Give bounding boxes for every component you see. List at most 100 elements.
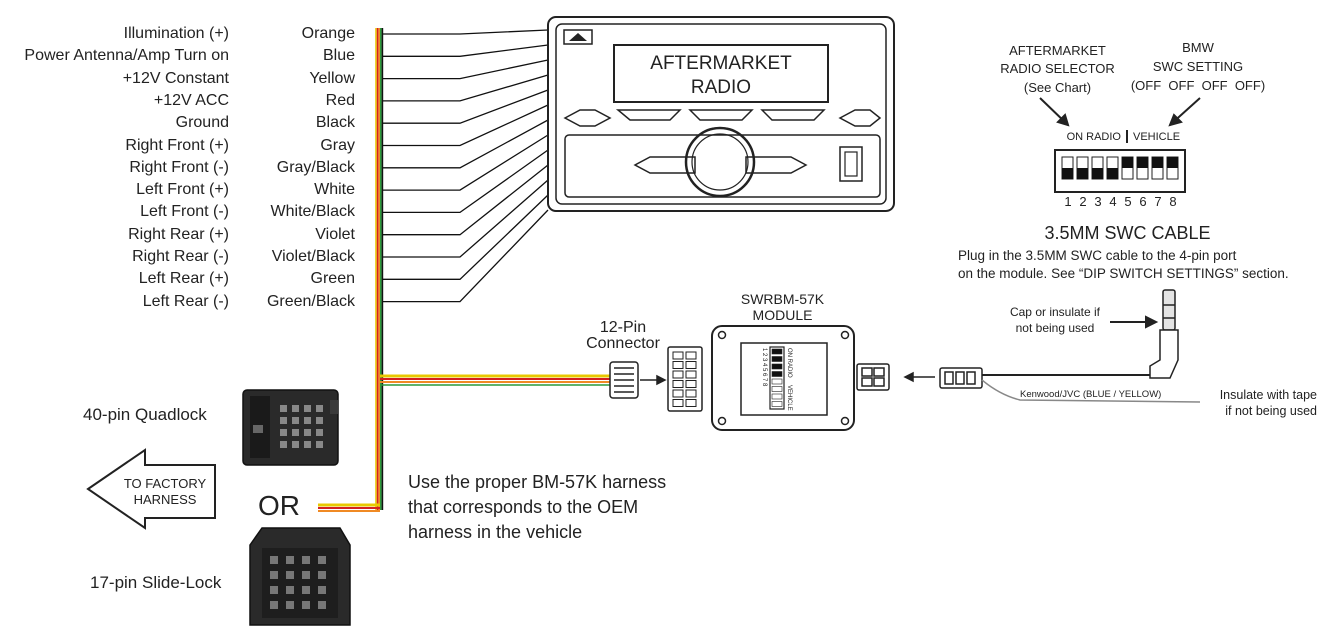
wire-color-label: White/Black	[270, 203, 355, 221]
dip-switch-knob	[1167, 157, 1178, 168]
dip-number: 5	[1124, 194, 1132, 209]
factory-arrow-line1: TO FACTORY	[123, 476, 207, 491]
wire-line	[382, 119, 549, 169]
wire-line	[382, 59, 549, 80]
arrow-to-4pin	[903, 371, 935, 383]
wire-line	[382, 89, 549, 124]
slidelock-pin	[302, 571, 310, 579]
quadlock-pin	[280, 429, 287, 436]
slidelock-pin	[286, 571, 294, 579]
slidelock-pin	[270, 571, 278, 579]
slidelock-pin	[302, 586, 310, 594]
slidelock-pin	[302, 601, 310, 609]
connector-pin	[685, 389, 697, 398]
connector-pin	[685, 361, 697, 369]
quadlock-pin	[316, 441, 323, 448]
wire-color-label: White	[314, 181, 355, 199]
quadlock-pin	[304, 441, 311, 448]
dip-switch-knob	[1137, 157, 1148, 168]
harness-note-line1: Use the proper BM-57K harness	[408, 472, 667, 492]
module-dip-vehicle: VEHICLE	[786, 385, 792, 411]
connector12-line2: Connector	[586, 335, 660, 352]
quadlock-pin	[292, 441, 299, 448]
quadlock-pin	[292, 429, 299, 436]
slidelock-pin	[286, 586, 294, 594]
main-harness-to-connector	[380, 374, 610, 386]
dip-switch-knob	[1152, 157, 1163, 168]
module-dip-switch	[771, 401, 783, 407]
bmw-line3: (OFF OFF OFF OFF)	[1130, 78, 1266, 93]
connector-pin	[672, 351, 684, 360]
insulate-note-line2: if not being used	[1225, 404, 1317, 418]
connector-pin	[685, 351, 697, 360]
dip-number: 6	[1139, 194, 1147, 209]
quadlock-pin	[304, 429, 311, 436]
module-dip-switch	[771, 371, 783, 377]
quadlock-connector	[242, 389, 339, 466]
wire-line	[382, 44, 549, 57]
kenwood-label: Kenwood/JVC (BLUE / YELLOW)	[1020, 389, 1162, 400]
dip-on-radio-label: ON RADIO	[1066, 131, 1121, 143]
module-dip-switch	[771, 386, 783, 392]
wire-function-label: Left Rear (-)	[142, 292, 229, 310]
connector-pin	[672, 370, 684, 379]
wire-function-label: Left Front (-)	[140, 203, 229, 221]
swc-cable-desc1: Plug in the 3.5MM SWC cable to the 4-pin…	[958, 248, 1237, 263]
connector-pin	[685, 380, 697, 388]
slidelock-pin	[318, 586, 326, 594]
wire-function-label: Ground	[175, 114, 229, 132]
dip-switch-knob	[1062, 168, 1073, 179]
slidelock-pin	[302, 556, 310, 564]
wire-function-label: Right Rear (-)	[132, 248, 229, 265]
quadlock-pin	[304, 405, 311, 412]
slidelock-pin	[270, 586, 278, 594]
harness-to-factory	[318, 503, 380, 512]
slidelock-pin	[286, 601, 294, 609]
selector-arrow	[1039, 97, 1201, 127]
quadlock-pin	[280, 441, 287, 448]
bmw-line1: BMW	[1182, 40, 1214, 55]
swrbm-module	[711, 325, 855, 431]
wire-line	[382, 104, 549, 147]
wire-function-label: Left Rear (+)	[138, 270, 229, 288]
wire-color-label: Gray	[320, 136, 355, 154]
dip-switch-knob	[1092, 168, 1103, 179]
wire-function-label: +12V Constant	[122, 69, 229, 87]
dip-number: 7	[1154, 194, 1162, 209]
quadlock-pin	[316, 417, 323, 424]
connector12-line1: 12-Pin	[599, 319, 647, 336]
dip-number: 2	[1079, 194, 1087, 209]
harness-note-line2: that corresponds to the OEM	[408, 497, 639, 517]
connector-pin	[685, 370, 697, 379]
wire-line	[382, 134, 549, 191]
arrow-to-12pin	[640, 374, 667, 386]
wire-fanout	[382, 29, 549, 303]
swc-cable-title: 3.5MM SWC CABLE	[1044, 223, 1211, 243]
insulate-note-line1: Insulate with tape	[1219, 388, 1317, 402]
quadlock-pin	[292, 405, 299, 412]
slidelock-label: 17-pin Slide-Lock	[90, 573, 222, 592]
dip-number: 8	[1169, 194, 1177, 209]
connector-pin	[685, 399, 697, 407]
quadlock-pin	[304, 417, 311, 424]
factory-arrow-line2: HARNESS	[133, 492, 197, 507]
selector-line3: (See Chart)	[1023, 80, 1092, 95]
quadlock-pin	[316, 429, 323, 436]
module-dip-switch	[771, 348, 783, 355]
wire-color-label: Violet	[315, 225, 355, 243]
quadlock-label: 40-pin Quadlock	[83, 405, 207, 424]
dip-switch-block	[1054, 130, 1186, 193]
wire-color-label: Red	[325, 91, 355, 109]
dip-switch-knob	[1107, 168, 1118, 179]
selector-line1: AFTERMARKET	[1009, 43, 1106, 58]
module-dip-pins: 1 2 3 4 5 6 7 8	[761, 348, 767, 387]
wire-color-label: Green	[310, 270, 355, 288]
wire-line	[382, 149, 549, 214]
connector-pin	[672, 399, 684, 407]
slidelock-pin	[318, 601, 326, 609]
connector-pin	[672, 361, 684, 369]
wire-function-label: Left Front (+)	[136, 181, 229, 199]
wire-function-label: Right Rear (+)	[128, 225, 229, 243]
slidelock-pin	[318, 571, 326, 579]
